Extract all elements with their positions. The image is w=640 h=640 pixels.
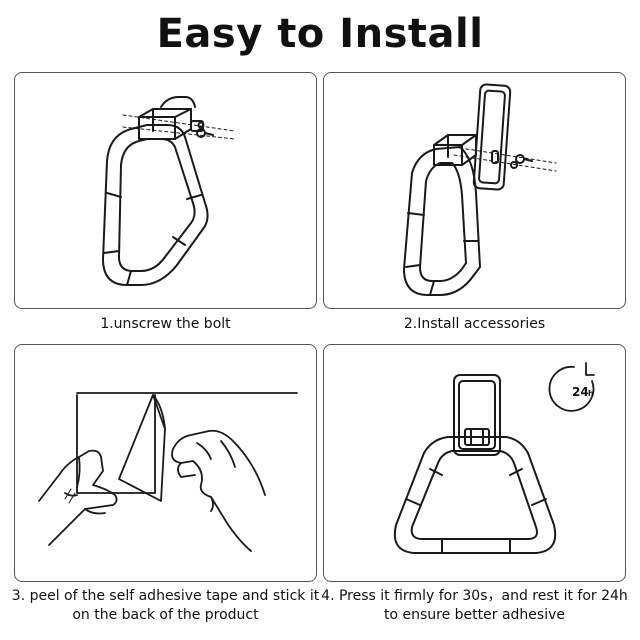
adhesive-tape — [76, 394, 156, 494]
right-hand — [171, 429, 266, 552]
step-3-caption-line-1: 3. peel of the self adhesive tape and st… — [11, 588, 320, 604]
ring-inner — [419, 162, 467, 282]
adhesive-plate — [472, 83, 512, 191]
ring-outer — [393, 436, 557, 554]
step-2-panel — [323, 72, 626, 309]
badge-unit: h — [588, 389, 594, 398]
peel-tape-illustration — [38, 392, 298, 552]
clock-badge: 24 h — [548, 362, 595, 412]
adhesive-plate — [453, 374, 501, 456]
step-2-caption-line: 2.Install accessories — [403, 316, 546, 332]
step-2-caption: 2.Install accessories — [323, 315, 626, 334]
ring-outer — [403, 146, 481, 296]
installed-towel-ring-illustration: 24 h — [393, 362, 595, 554]
step-3-caption-line-2: on the back of the product — [72, 607, 259, 623]
step-1-caption: 1.unscrew the bolt — [14, 315, 317, 334]
step-4-caption-line-2: to ensure better adhesive — [383, 607, 565, 623]
step-1-caption-line: 1.unscrew the bolt — [100, 316, 231, 332]
step-4-panel: 24 h — [323, 344, 626, 582]
left-hand — [38, 449, 118, 546]
screw — [515, 154, 525, 164]
step-3-panel — [14, 344, 317, 582]
ring-outer — [102, 124, 209, 286]
step-1-panel — [14, 72, 317, 309]
badge-number: 24 — [572, 385, 589, 399]
peeled-flap — [118, 394, 166, 502]
step-4-caption-line-1: 4. Press it firmly for 30s，and rest it f… — [321, 588, 628, 604]
towel-ring-unscrew-illustration — [102, 96, 236, 286]
towel-ring-install-illustration — [403, 83, 557, 296]
page-title: Easy to Install — [156, 11, 484, 57]
clock-hands-icon — [585, 362, 595, 376]
ring-inner — [410, 450, 538, 540]
ring-inner — [118, 138, 196, 272]
step-3-caption: 3. peel of the self adhesive tape and st… — [4, 587, 327, 625]
step-4-caption: 4. Press it firmly for 30s，and rest it f… — [318, 587, 631, 625]
